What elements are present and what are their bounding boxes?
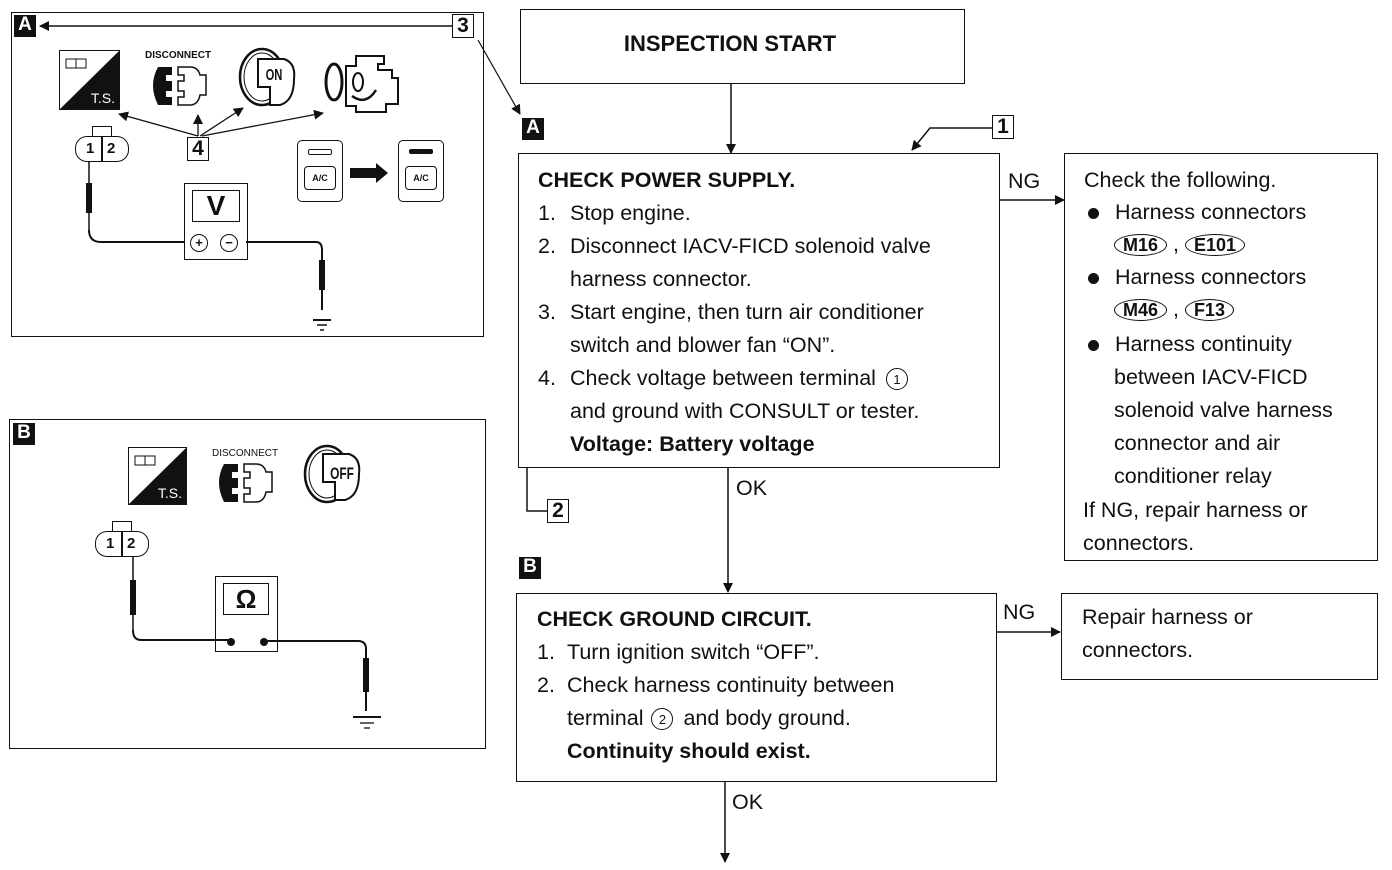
- step-a-3-num: 3.: [538, 300, 556, 324]
- ng-a-item-3-line: between IACV-FICD: [1114, 365, 1308, 389]
- callout-3: 3: [452, 14, 474, 38]
- ng-b-line: connectors.: [1082, 638, 1194, 662]
- plus-terminal: +: [190, 234, 208, 252]
- step-b-2-text: Check harness continuity between: [567, 673, 895, 697]
- key-off-label: OFF: [330, 464, 354, 483]
- step-a-3-cont: switch and blower fan “ON”.: [570, 333, 836, 357]
- probe-terminal: [227, 638, 235, 646]
- connector-badge: M16: [1114, 234, 1168, 256]
- step-b-1-num: 1.: [537, 640, 555, 664]
- disconnect-icon: [212, 460, 282, 506]
- ng-a-item-2-text: Harness connectors: [1115, 265, 1307, 289]
- ts-label: T.S.: [90, 90, 115, 106]
- callout-2: 2: [547, 499, 569, 523]
- step-a-marker: A: [522, 118, 544, 140]
- step-b-2-cont: terminal 2 and body ground.: [567, 705, 851, 731]
- ng-a-item-3-text: Harness continuity: [1115, 332, 1292, 356]
- connector-badge: M46: [1114, 299, 1168, 321]
- ts-label: T.S.: [157, 485, 182, 501]
- ng-a-item-3-line: conditioner relay: [1114, 464, 1272, 488]
- callout-4: 4: [187, 137, 209, 161]
- disconnect-label: DISCONNECT: [212, 448, 279, 459]
- key-on-label: ON: [265, 67, 283, 84]
- ng-a-item-3-line: connector and air: [1114, 431, 1281, 455]
- step-a-2-cont: harness connector.: [570, 267, 752, 291]
- ac-switch-on-icon: A/C: [398, 140, 444, 202]
- ac-label: A/C: [405, 166, 437, 190]
- check-ground-circuit-box: [516, 593, 997, 782]
- step-a-3-text: Start engine, then turn air conditioner: [570, 300, 924, 324]
- ng-a-item-3-line: solenoid valve harness: [1114, 398, 1333, 422]
- pin-2: 2: [107, 140, 116, 157]
- step-a-4-label: Check voltage between terminal: [570, 366, 876, 390]
- pin-2: 2: [127, 535, 136, 552]
- pin-1: 1: [86, 140, 95, 157]
- repair-harness-box: [1061, 593, 1378, 680]
- step-b-spec: Continuity should exist.: [567, 739, 811, 763]
- disconnect-label: DISCONNECT: [145, 50, 212, 61]
- step-a-ng-label: NG: [1008, 169, 1041, 193]
- minus-terminal: −: [220, 234, 238, 252]
- step-b-2-post: and body ground.: [683, 706, 851, 730]
- ng-b-line: Repair harness or: [1082, 605, 1253, 629]
- step-b-title: CHECK GROUND CIRCUIT.: [537, 607, 812, 631]
- ng-a-item-3: Harness continuity: [1088, 331, 1292, 357]
- bullet-icon: [1088, 272, 1099, 284]
- terminal-2-badge: 2: [651, 708, 674, 731]
- inspection-start-box: [520, 9, 965, 84]
- engine-running-icon: [322, 50, 412, 115]
- panel-b: [9, 419, 486, 749]
- panel-a-marker: A: [14, 15, 36, 37]
- ng-a-footer: If NG, repair harness or: [1083, 498, 1308, 522]
- step-a-title: CHECK POWER SUPPLY.: [538, 168, 796, 192]
- check-power-supply-box: [518, 153, 1000, 468]
- connector-badge: E101: [1184, 234, 1245, 256]
- ng-a-item-2: Harness connectors: [1088, 264, 1306, 290]
- ts-icon: T.S.: [59, 50, 120, 110]
- inspection-start-label: INSPECTION START: [623, 31, 837, 56]
- step-a-spec: Voltage: Battery voltage: [570, 432, 815, 456]
- ignition-key-on-icon: ON: [238, 47, 300, 109]
- ac-label: A/C: [304, 166, 336, 190]
- bullet-icon: [1088, 207, 1099, 219]
- check-following-box: [1064, 153, 1378, 561]
- terminal-1-badge: 1: [885, 368, 908, 391]
- ng-a-intro: Check the following.: [1084, 168, 1277, 192]
- voltmeter: V + −: [184, 183, 248, 260]
- pin-1: 1: [106, 535, 115, 552]
- step-a-4-num: 4.: [538, 366, 556, 390]
- step-a-ok-label: OK: [736, 476, 768, 500]
- ng-a-item-1: Harness connectors: [1088, 199, 1306, 225]
- ohmmeter-display: Ω: [223, 583, 269, 615]
- step-b-ng-label: NG: [1003, 600, 1036, 624]
- step-b-marker: B: [519, 557, 541, 579]
- ng-a-item-1-text: Harness connectors: [1115, 200, 1307, 224]
- disconnect-icon: [146, 63, 216, 109]
- ac-switch-off-icon: A/C: [297, 140, 343, 202]
- bullet-icon: [1088, 339, 1099, 351]
- connector-badge: F13: [1184, 299, 1234, 321]
- voltmeter-display: V: [192, 190, 240, 222]
- ng-a-item-1-connectors: M16 , E101: [1114, 231, 1245, 257]
- connector-a: 1 2: [75, 126, 130, 164]
- ng-a-footer: connectors.: [1083, 531, 1195, 555]
- panel-b-marker: B: [13, 423, 35, 445]
- ng-a-item-2-connectors: M46 , F13: [1114, 296, 1234, 322]
- step-a-2-text: Disconnect IACV-FICD solenoid valve: [570, 234, 931, 258]
- step-a-1-num: 1.: [538, 201, 556, 225]
- ignition-key-off-icon: OFF: [303, 444, 365, 506]
- step-b-2-pre: terminal: [567, 706, 644, 730]
- step-a-4-cont: and ground with CONSULT or tester.: [570, 399, 920, 423]
- connector-b: 1 2: [95, 521, 150, 559]
- step-b-ok-label: OK: [732, 790, 764, 814]
- step-a-2-num: 2.: [538, 234, 556, 258]
- step-b-1-text: Turn ignition switch “OFF”.: [567, 640, 820, 664]
- callout-1: 1: [992, 115, 1014, 139]
- ts-icon: T.S.: [128, 447, 187, 505]
- step-a-4-text: Check voltage between terminal 1: [570, 365, 912, 391]
- step-a-1-text: Stop engine.: [570, 201, 691, 225]
- step-b-2-num: 2.: [537, 673, 555, 697]
